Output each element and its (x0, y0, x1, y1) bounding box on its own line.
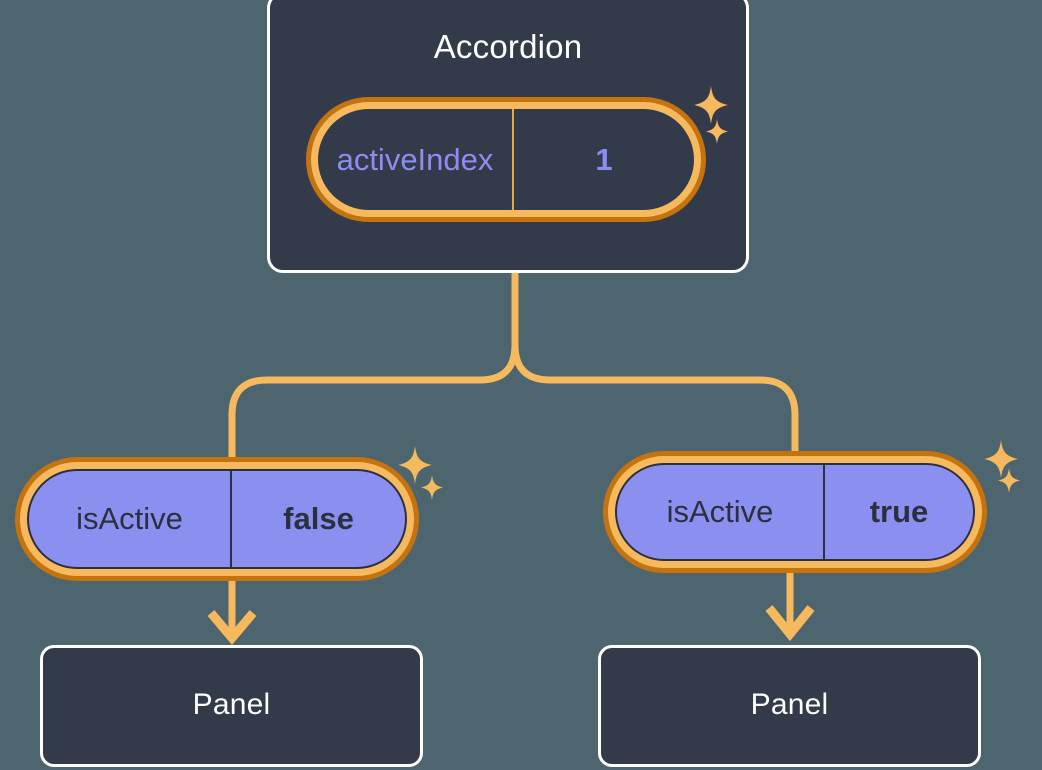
component-node-panel-right[interactable]: Panel (598, 645, 981, 767)
state-pill-body: isActive true (615, 463, 975, 561)
state-key-label: isActive (29, 471, 232, 567)
sparkle-four-point-icon (694, 86, 728, 124)
component-title-panel: Panel (750, 688, 829, 721)
state-pill-ring-inner: activeIndex 1 (311, 102, 701, 217)
state-pill-ring-inner: isActive false (20, 462, 414, 576)
state-pill-body: isActive false (27, 469, 407, 569)
component-title-panel: Panel (192, 688, 271, 721)
sparkle-four-point-small-icon (706, 119, 728, 144)
state-pill-active-index[interactable]: activeIndex 1 (306, 97, 706, 222)
state-pill-body: activeIndex 1 (318, 109, 694, 210)
sparkle-four-point-icon (984, 440, 1018, 478)
sparkle-four-point-icon (398, 446, 432, 484)
connector-branch-right (511, 344, 799, 457)
state-pill-ring-inner: isActive true (608, 456, 982, 568)
state-value-label: 1 (595, 141, 613, 177)
sparkle-four-point-small-icon (998, 468, 1020, 493)
sparkle-four-point-small-icon (421, 475, 443, 500)
state-key-label: isActive (617, 465, 825, 559)
state-key-label: activeIndex (318, 109, 514, 210)
connector-branch-left (228, 344, 519, 462)
state-pill-is-active-true[interactable]: isActive true (603, 451, 987, 573)
state-value-label: true (869, 494, 929, 529)
arrow-down-icon-right (765, 570, 815, 642)
arrow-down-icon-left (207, 578, 257, 645)
state-pill-is-active-false[interactable]: isActive false (15, 457, 419, 581)
component-title-accordion: Accordion (433, 28, 583, 65)
state-value-label: false (283, 501, 354, 536)
component-node-panel-left[interactable]: Panel (40, 645, 423, 767)
